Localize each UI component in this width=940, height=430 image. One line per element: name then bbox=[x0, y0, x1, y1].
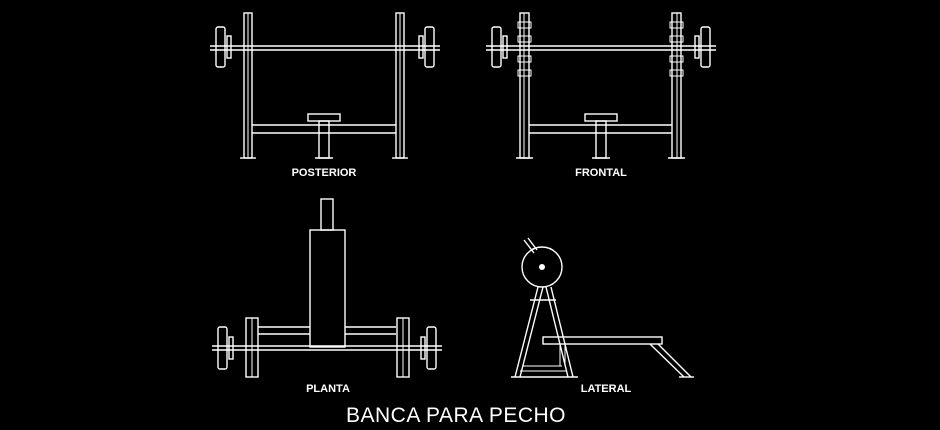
lateral-view bbox=[511, 237, 694, 378]
planta-label: PLANTA bbox=[306, 383, 350, 395]
planta-view bbox=[212, 198, 442, 378]
lateral-label: LATERAL bbox=[581, 383, 632, 395]
posterior-label: POSTERIOR bbox=[292, 167, 357, 179]
drawing-title: BANCA PARA PECHO bbox=[346, 404, 566, 427]
frontal-label: FRONTAL bbox=[575, 167, 627, 179]
posterior-view bbox=[210, 12, 440, 159]
frontal-view bbox=[486, 12, 716, 159]
